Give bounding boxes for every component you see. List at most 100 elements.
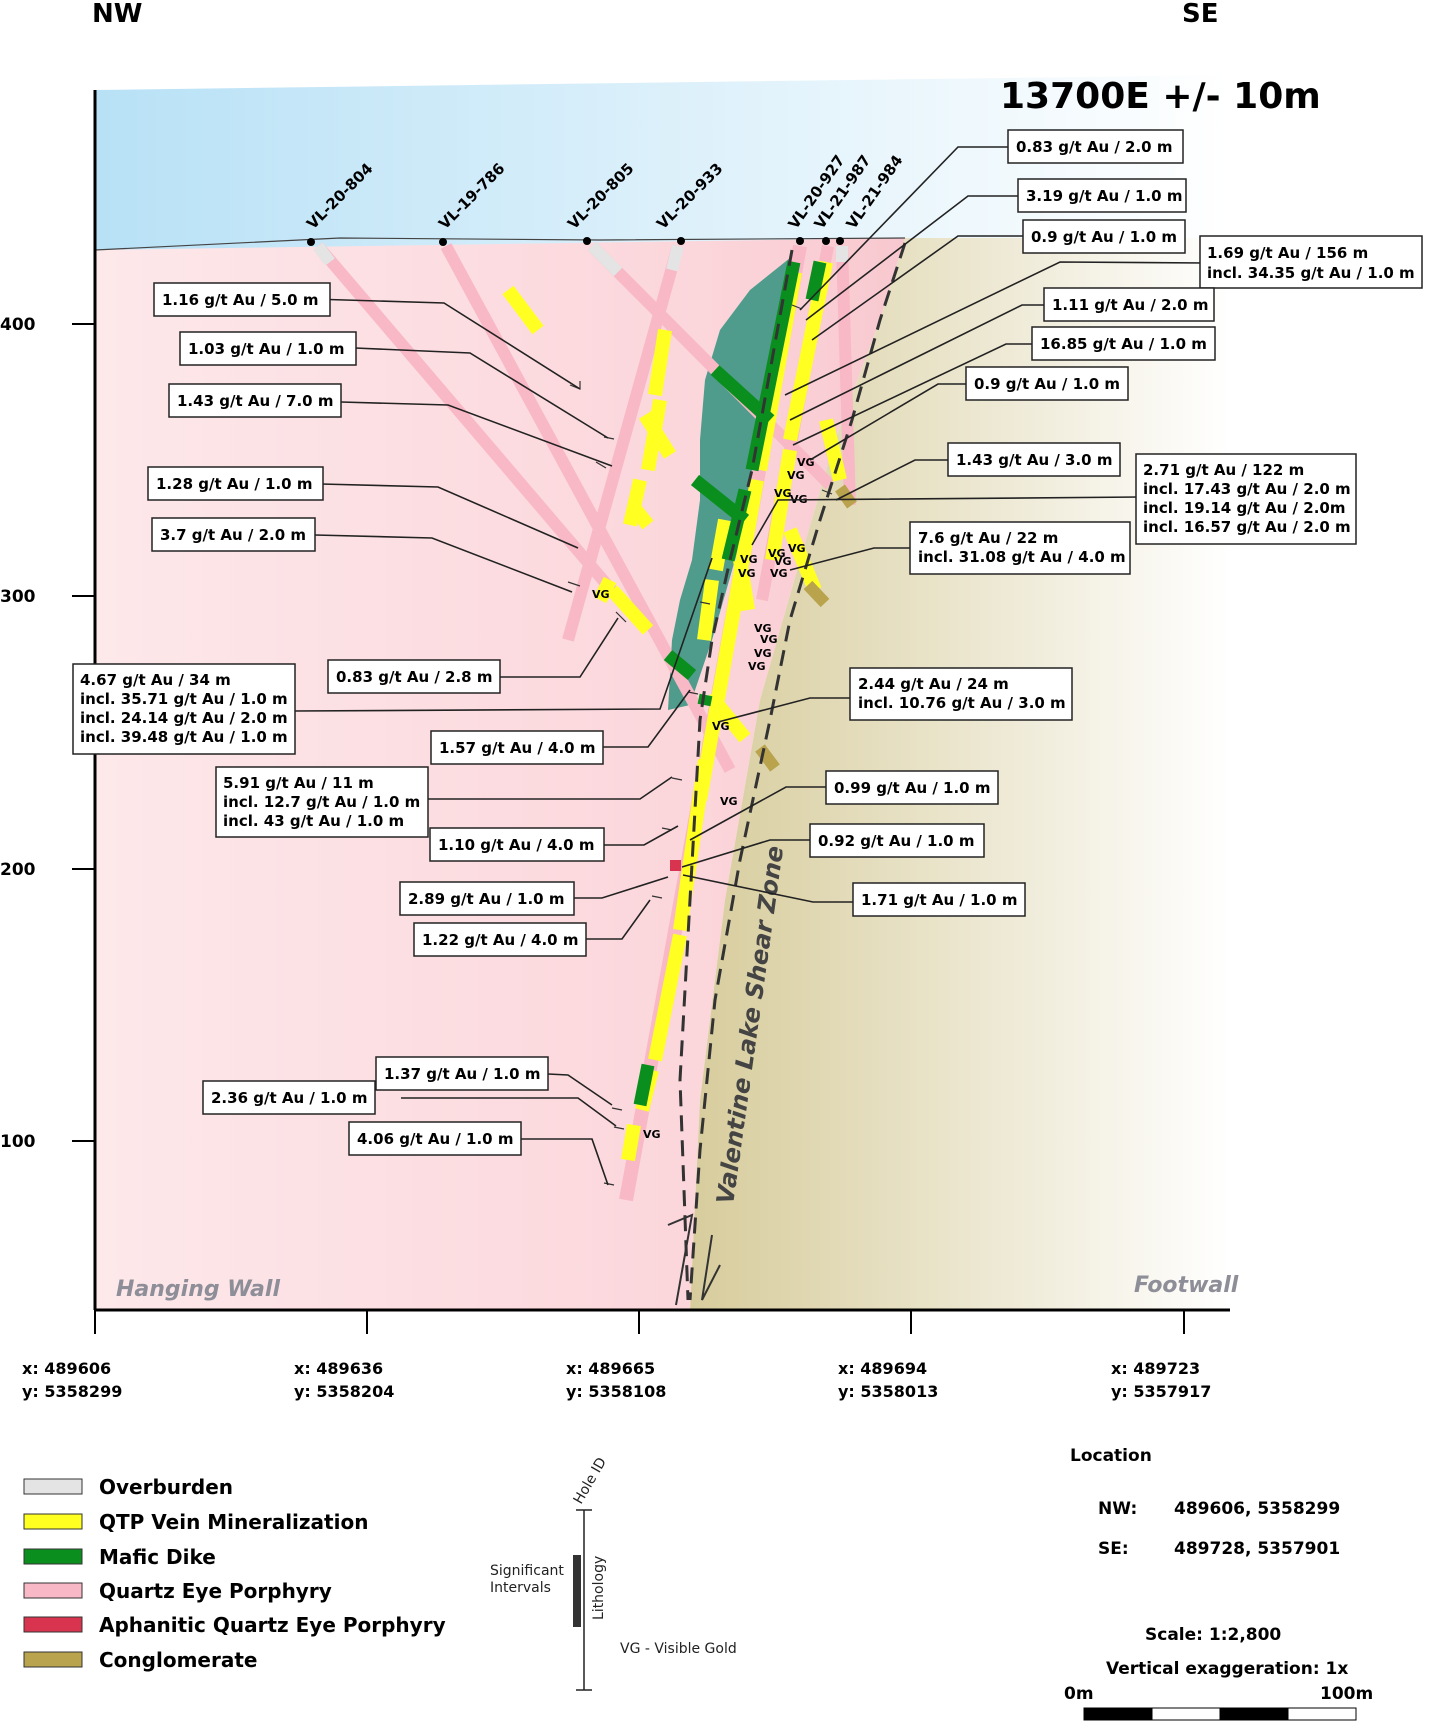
callout-26: 1.37 g/t Au / 1.0 m: [375, 1056, 549, 1091]
se-label: SE: [1182, 0, 1219, 29]
callout-12: 1.43 g/t Au / 7.0 m: [168, 383, 342, 418]
hole-vl-20-804-trace: [313, 242, 625, 604]
svg-text:1.57 g/t Au / 4.0 m: 1.57 g/t Au / 4.0 m: [439, 739, 595, 757]
callout-22: 0.92 g/t Au / 1.0 m: [809, 823, 985, 858]
svg-text:1.43 g/t Au / 7.0 m: 1.43 g/t Au / 7.0 m: [177, 392, 333, 410]
callout-24: 1.71 g/t Au / 1.0 m: [852, 882, 1026, 917]
legend-swatch-aphanitic: [23, 1616, 83, 1633]
callout-25: 1.22 g/t Au / 4.0 m: [413, 922, 587, 957]
key-hole-id: Hole ID: [571, 1455, 610, 1507]
key-intervals: Intervals: [490, 1580, 551, 1596]
key-lithology: Lithology: [591, 1556, 607, 1620]
svg-text:1.22 g/t Au / 4.0 m: 1.22 g/t Au / 4.0 m: [422, 931, 578, 949]
legend-label-overburden: Overburden: [99, 1475, 233, 1499]
aphanitic-segment: [670, 860, 681, 871]
svg-text:y: 5358204: y: 5358204: [294, 1382, 394, 1401]
callout-6: 0.9 g/t Au / 1.0 m: [965, 366, 1129, 401]
svg-text:1.03 g/t Au / 1.0 m: 1.03 g/t Au / 1.0 m: [188, 340, 344, 358]
svg-text:4.06 g/t Au / 1.0 m: 4.06 g/t Au / 1.0 m: [357, 1130, 513, 1148]
svg-text:7.6 g/t Au / 22 m: 7.6 g/t Au / 22 m: [918, 529, 1058, 547]
svg-text:VG: VG: [748, 660, 766, 673]
elev-100: 100: [0, 1132, 36, 1152]
svg-text:incl. 31.08 g/t Au / 4.0 m: incl. 31.08 g/t Au / 4.0 m: [918, 548, 1126, 566]
svg-text:incl. 19.14 g/t Au / 2.0m: incl. 19.14 g/t Au / 2.0m: [1143, 499, 1345, 517]
hanging-wall-label: Hanging Wall: [116, 1277, 280, 1302]
callout-11: 1.03 g/t Au / 1.0 m: [179, 331, 357, 366]
callout-21: 1.10 g/t Au / 4.0 m: [429, 827, 605, 862]
svg-text:VG: VG: [770, 567, 788, 580]
surface-line: [94, 237, 906, 251]
svg-text:incl. 12.7 g/t Au / 1.0 m: incl. 12.7 g/t Au / 1.0 m: [223, 793, 420, 811]
svg-text:incl. 35.71 g/t Au / 1.0 m: incl. 35.71 g/t Au / 1.0 m: [80, 690, 288, 708]
svg-text:VG: VG: [760, 633, 778, 646]
shear-boundary-west: [678, 249, 794, 1301]
location-se-value: 489728, 5357901: [1174, 1539, 1340, 1559]
legend-swatch-overburden: [23, 1478, 83, 1495]
svg-text:incl. 24.14 g/t Au / 2.0 m: incl. 24.14 g/t Au / 2.0 m: [80, 709, 288, 727]
callout-23: 2.89 g/t Au / 1.0 m: [399, 881, 575, 916]
key-significant: Significant: [490, 1563, 564, 1579]
svg-text:VG: VG: [774, 555, 792, 568]
svg-text:1.37 g/t Au / 1.0 m: 1.37 g/t Au / 1.0 m: [384, 1065, 540, 1083]
svg-text:0.92 g/t Au / 1.0 m: 0.92 g/t Au / 1.0 m: [818, 832, 974, 850]
svg-text:2.36 g/t Au / 1.0 m: 2.36 g/t Au / 1.0 m: [211, 1089, 367, 1107]
callout-28: 4.06 g/t Au / 1.0 m: [348, 1121, 522, 1156]
nw-label: NW: [92, 0, 142, 29]
legend-label-quartz-eye: Quartz Eye Porphyry: [99, 1579, 332, 1603]
svg-text:x: 489636: x: 489636: [294, 1359, 383, 1378]
svg-text:incl. 16.57 g/t Au / 2.0 m: incl. 16.57 g/t Au / 2.0 m: [1143, 518, 1351, 536]
callout-0: 0.83 g/t Au / 2.0 m: [1007, 129, 1184, 164]
svg-text:incl. 17.43 g/t Au / 2.0 m: incl. 17.43 g/t Au / 2.0 m: [1143, 480, 1351, 498]
svg-text:VG: VG: [643, 1128, 661, 1141]
svg-text:16.85 g/t Au / 1.0 m: 16.85 g/t Au / 1.0 m: [1040, 335, 1207, 353]
svg-text:1.43 g/t Au / 3.0 m: 1.43 g/t Au / 3.0 m: [956, 451, 1112, 469]
legend-label-mafic-dike: Mafic Dike: [99, 1545, 216, 1569]
svg-text:0.9 g/t Au / 1.0 m: 0.9 g/t Au / 1.0 m: [1031, 228, 1177, 246]
hole-vl-20-933-trace: [562, 244, 684, 642]
scale-bar-end: 100m: [1320, 1684, 1373, 1704]
assay-callouts: 0.83 g/t Au / 2.0 m 3.19 g/t Au / 1.0 m …: [72, 129, 1423, 1156]
interval-markers: [567, 304, 833, 1186]
svg-text:1.10 g/t Au / 4.0 m: 1.10 g/t Au / 4.0 m: [438, 836, 594, 854]
svg-text:VG: VG: [712, 720, 730, 733]
callout-5: 16.85 g/t Au / 1.0 m: [1031, 326, 1216, 361]
legend-label-qtp-vein: QTP Vein Mineralization: [99, 1510, 368, 1534]
svg-text:VG: VG: [592, 588, 610, 601]
svg-text:VG: VG: [740, 553, 758, 566]
legend-swatch-quartz-eye: [23, 1582, 83, 1599]
svg-text:VG: VG: [754, 647, 772, 660]
location-nw-label: NW:: [1098, 1499, 1137, 1519]
leader-lines: [292, 146, 1207, 1186]
svg-text:3.19 g/t Au / 1.0 m: 3.19 g/t Au / 1.0 m: [1026, 187, 1182, 205]
svg-text:y: 5358108: y: 5358108: [566, 1382, 666, 1401]
location-se-label: SE:: [1098, 1539, 1129, 1559]
hole-vl-21-984-trace: [836, 245, 856, 506]
svg-text:VG: VG: [787, 469, 805, 482]
svg-text:x: 489606: x: 489606: [22, 1359, 111, 1378]
callout-17: 1.57 g/t Au / 4.0 m: [430, 730, 604, 765]
svg-text:incl. 10.76 g/t Au / 3.0 m: incl. 10.76 g/t Au / 3.0 m: [858, 694, 1066, 712]
key-vg-note: VG - Visible Gold: [620, 1641, 737, 1657]
svg-text:VG: VG: [754, 622, 772, 635]
legend-swatch-conglomerate: [23, 1651, 83, 1668]
svg-text:3.7 g/t Au / 2.0 m: 3.7 g/t Au / 2.0 m: [160, 526, 306, 544]
legend-swatch-qtp-vein: [23, 1513, 83, 1530]
svg-text:incl. 34.35 g/t Au / 1.0 m: incl. 34.35 g/t Au / 1.0 m: [1207, 264, 1415, 282]
svg-text:VG: VG: [788, 542, 806, 555]
callout-4: 1.11 g/t Au / 2.0 m: [1043, 287, 1215, 322]
svg-text:1.11 g/t Au / 2.0 m: 1.11 g/t Au / 2.0 m: [1052, 296, 1208, 314]
elev-300: 300: [0, 587, 36, 607]
scale-bar: [1083, 1707, 1357, 1721]
callout-1: 3.19 g/t Au / 1.0 m: [1017, 178, 1187, 213]
svg-text:2.71 g/t Au / 122 m: 2.71 g/t Au / 122 m: [1143, 461, 1304, 479]
svg-text:VG: VG: [768, 547, 786, 560]
svg-text:VG: VG: [774, 487, 792, 500]
scale-bar-start: 0m: [1064, 1684, 1094, 1704]
svg-text:y: 5358013: y: 5358013: [838, 1382, 938, 1401]
